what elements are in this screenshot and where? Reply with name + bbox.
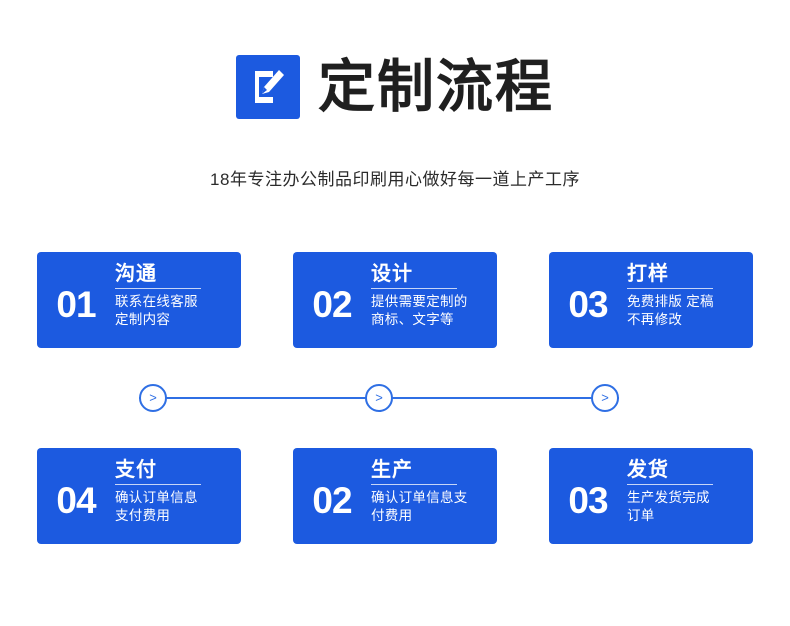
steps-row-bottom: 04 支付 确认订单信息 支付费用 02 生产 确认订单信息支 付费用 03 发…: [37, 448, 753, 544]
step-desc-line2: 不再修改: [627, 312, 683, 328]
step-body: 生产 确认订单信息支 付费用: [371, 459, 497, 525]
step-desc-line2: 付费用: [371, 508, 413, 524]
step-title: 设计: [371, 263, 413, 285]
step-number: 02: [312, 480, 352, 521]
step-body: 发货 生产发货完成 订单: [627, 459, 753, 525]
step-card[interactable]: 01 沟通 联系在线客服 定制内容: [37, 252, 241, 348]
step-body: 打样 免费排版 定稿 不再修改: [627, 263, 753, 329]
step-card[interactable]: 04 支付 确认订单信息 支付费用: [37, 448, 241, 544]
step-number: 03: [568, 284, 608, 325]
step-divider: [371, 288, 457, 289]
step-card[interactable]: 02 设计 提供需要定制的 商标、文字等: [293, 252, 497, 348]
step-title: 发货: [627, 459, 669, 481]
step-desc-line1: 免费排版 定稿: [627, 294, 714, 309]
step-title: 沟通: [115, 263, 157, 285]
arrow-right-icon: >: [139, 384, 167, 412]
page-title: 定制流程: [318, 54, 554, 119]
step-desc-line2: 订单: [627, 508, 655, 524]
arrow-right-icon: >: [591, 384, 619, 412]
step-desc-line2: 定制内容: [115, 312, 171, 328]
step-divider: [115, 288, 201, 289]
step-card[interactable]: 03 打样 免费排版 定稿 不再修改: [549, 252, 753, 348]
step-title: 生产: [371, 459, 413, 481]
pencil-edit-icon: [236, 55, 300, 119]
steps-row-top: 01 沟通 联系在线客服 定制内容 02 设计 提供需要定制的 商标、文字等 0…: [37, 252, 753, 348]
step-title: 支付: [115, 459, 157, 481]
step-desc-line1: 生产发货完成: [627, 490, 710, 505]
step-card[interactable]: 02 生产 确认订单信息支 付费用: [293, 448, 497, 544]
step-divider: [627, 288, 713, 289]
step-connector: > > >: [139, 384, 619, 412]
step-divider: [371, 484, 457, 485]
step-title: 打样: [627, 263, 669, 285]
step-desc-line1: 确认订单信息: [115, 490, 198, 505]
step-number: 04: [56, 480, 96, 521]
step-desc-line1: 确认订单信息支: [371, 490, 468, 505]
step-number: 03: [568, 480, 608, 521]
step-number: 02: [312, 284, 352, 325]
step-number: 01: [56, 284, 96, 325]
step-desc-line2: 商标、文字等: [371, 312, 454, 328]
step-divider: [627, 484, 713, 485]
page-header: 定制流程: [0, 55, 790, 119]
page-subtitle: 18年专注办公制品印刷用心做好每一道上产工序: [210, 170, 580, 189]
step-divider: [115, 484, 201, 485]
step-desc-line1: 联系在线客服: [115, 294, 198, 309]
step-body: 沟通 联系在线客服 定制内容: [115, 263, 241, 329]
step-card[interactable]: 03 发货 生产发货完成 订单: [549, 448, 753, 544]
arrow-right-icon: >: [365, 384, 393, 412]
step-body: 支付 确认订单信息 支付费用: [115, 459, 241, 525]
step-desc-line2: 支付费用: [115, 508, 171, 524]
step-desc-line1: 提供需要定制的: [371, 294, 468, 309]
step-body: 设计 提供需要定制的 商标、文字等: [371, 263, 497, 329]
